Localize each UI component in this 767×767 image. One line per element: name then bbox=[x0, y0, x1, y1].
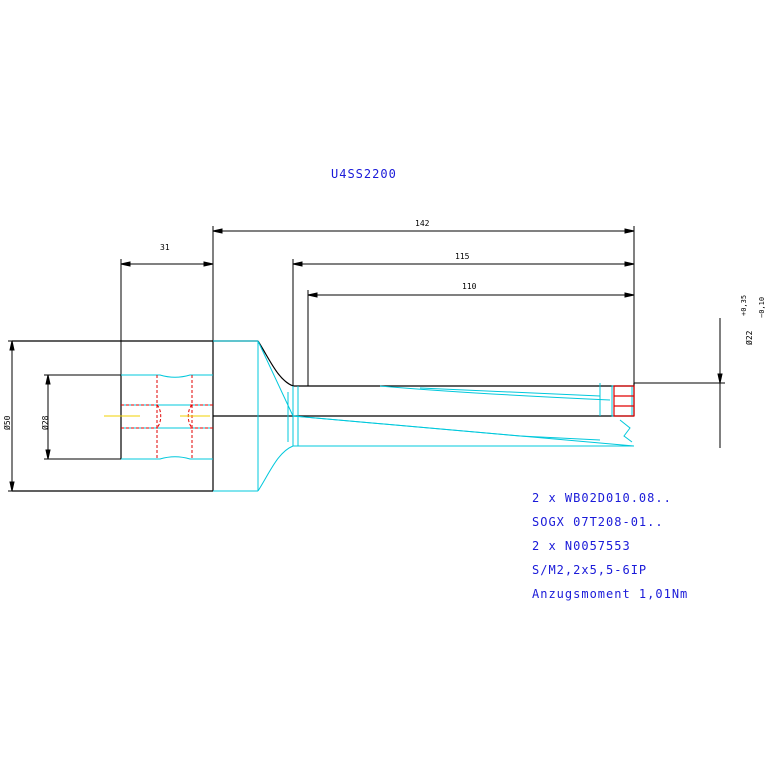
dimension-label-d50: Ø50 bbox=[2, 415, 12, 430]
dimension-label-142: 142 bbox=[415, 219, 430, 228]
tolerance-lower: −0,10 bbox=[758, 297, 766, 318]
dimension-diameter-28 bbox=[44, 374, 121, 460]
note-line-2: SOGX 07T208-01.. bbox=[532, 515, 664, 529]
dimension-label-115: 115 bbox=[455, 252, 470, 261]
dimension-label-31: 31 bbox=[160, 243, 170, 252]
notes-block: 2 x WB02D010.08.. SOGX 07T208-01.. 2 x N… bbox=[532, 491, 688, 601]
note-line-3: 2 x N0057553 bbox=[532, 539, 631, 553]
dimension-label-110: 110 bbox=[462, 282, 477, 291]
note-line-5: Anzugsmoment 1,01Nm bbox=[532, 587, 688, 601]
dimension-label-d28: Ø28 bbox=[40, 415, 50, 430]
dimension-length-115 bbox=[292, 259, 635, 386]
note-line-1: 2 x WB02D010.08.. bbox=[532, 491, 672, 505]
dimension-diameter-22 bbox=[634, 318, 725, 448]
hidden-lines bbox=[121, 375, 213, 459]
dimension-overall-length bbox=[212, 226, 635, 383]
dimension-length-110 bbox=[307, 290, 635, 386]
note-line-4: S/M2,2x5,5-6IP bbox=[532, 563, 647, 577]
tolerance-upper: +0,35 bbox=[740, 295, 748, 316]
insert-hidden-box bbox=[613, 385, 635, 417]
part-number-title: U4SS2200 bbox=[331, 167, 397, 181]
dimension-shank-length bbox=[120, 259, 214, 375]
dimension-label-d22: Ø22 bbox=[744, 330, 754, 345]
